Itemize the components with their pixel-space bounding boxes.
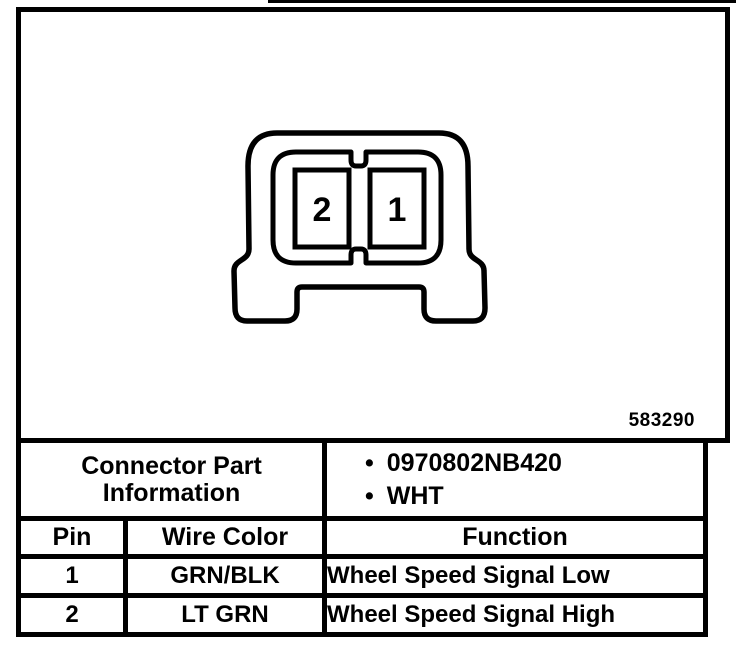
part-info-label-line1: Connector Part	[81, 451, 262, 480]
pin-cavity-label-2: 2	[313, 191, 332, 229]
connector-drawing: 2 1	[231, 130, 488, 324]
row1-wire-color: GRN/BLK	[123, 554, 327, 598]
connector-outer-shell	[231, 130, 488, 324]
row1-function: Wheel Speed Signal Low	[322, 554, 708, 598]
part-info-label-cell: Connector Part Information	[16, 438, 327, 521]
header-wire-color: Wire Color	[123, 516, 327, 559]
scan-artifact-line	[268, 0, 736, 3]
pin-cavity-2	[292, 167, 352, 250]
connector-color: WHT	[386, 481, 444, 510]
row2-wire-color: LT GRN	[123, 593, 327, 637]
bullet-icon: •	[365, 481, 374, 510]
header-function: Function	[322, 516, 708, 559]
connector-part-number: 0970802NB420	[386, 448, 562, 477]
connector-pinout-table: Connector Part Information • 0970802NB42…	[16, 438, 708, 637]
row1-pin: 1	[16, 554, 128, 598]
part-number-item: • 0970802NB420	[327, 447, 703, 480]
connector-diagram-panel: 2 1 583290	[16, 7, 730, 443]
connector-inner-wall	[270, 149, 444, 266]
part-info-label-line2: Information	[102, 478, 241, 507]
table-row: 2 LT GRN Wheel Speed Signal High	[16, 593, 708, 637]
part-info-row: Connector Part Information • 0970802NB42…	[16, 438, 708, 521]
bullet-icon: •	[365, 448, 374, 477]
row2-pin: 2	[16, 593, 128, 637]
connector-color-item: • WHT	[327, 480, 703, 513]
table-row: 1 GRN/BLK Wheel Speed Signal Low	[16, 554, 708, 598]
row2-function: Wheel Speed Signal High	[322, 593, 708, 637]
pin-cavity-label-1: 1	[388, 191, 407, 229]
header-pin: Pin	[16, 516, 128, 559]
table-header-row: Pin Wire Color Function	[16, 516, 708, 559]
part-info-values-cell: • 0970802NB420 • WHT	[322, 438, 708, 521]
figure-number: 583290	[628, 410, 695, 431]
pin-cavity-1	[367, 167, 427, 250]
